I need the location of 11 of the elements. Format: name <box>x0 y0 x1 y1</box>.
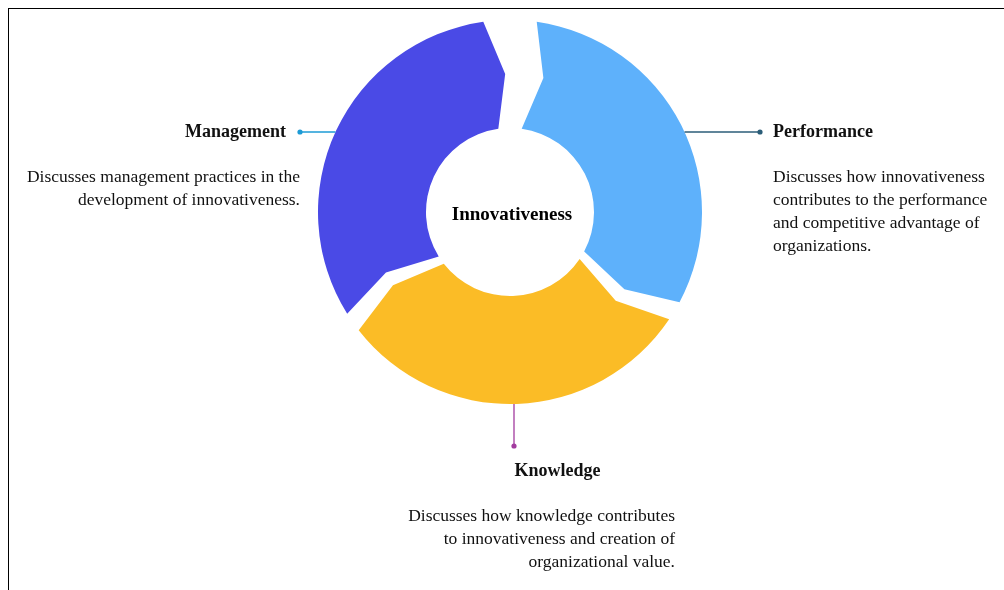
heading: Management <box>184 120 287 143</box>
center-label: Innovativeness <box>451 203 573 225</box>
leader-line <box>511 403 517 449</box>
leader-line <box>297 129 337 135</box>
description-text: Discusses how knowledge contributes to innovativeness and creation of organizational value. <box>407 504 675 573</box>
description-text: Discusses management practices in the development of innovativeness. <box>25 165 300 211</box>
heading: Performance <box>772 120 874 143</box>
description-text: Discusses how innovativeness contributes to the performance and competitive advantage of organizations. <box>772 165 989 257</box>
leader-line <box>683 129 763 135</box>
heading: Knowledge <box>513 459 602 482</box>
ring-segment <box>358 258 670 404</box>
